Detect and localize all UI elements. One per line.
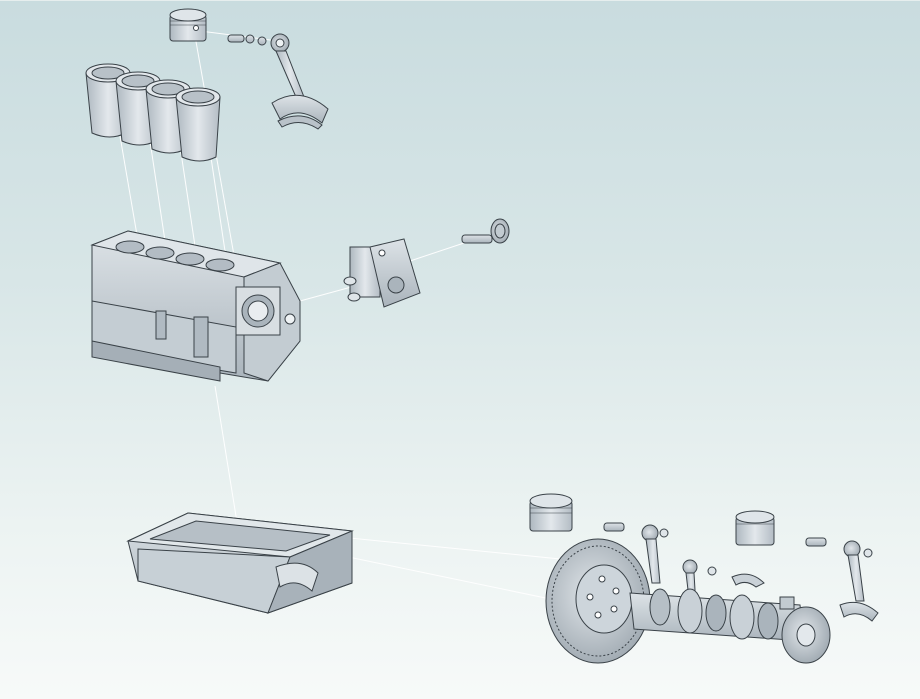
oil-pan[interactable] [126,512,354,614]
crankshaft-assembly[interactable] [629,588,831,664]
connecting-rods-bottom[interactable] [641,524,879,622]
connecting-rod-top[interactable] [270,33,329,130]
drive-gear-shaft[interactable] [461,218,510,244]
engine-block[interactable] [90,230,301,382]
piston-pin-top[interactable] [227,34,267,46]
cylinder-liners[interactable] [85,63,221,162]
piston-top[interactable] [169,8,207,42]
flywheel[interactable] [545,538,651,664]
piston-left[interactable] [529,493,625,532]
piston-right[interactable] [735,510,827,547]
oil-pump-housing[interactable] [343,238,421,308]
